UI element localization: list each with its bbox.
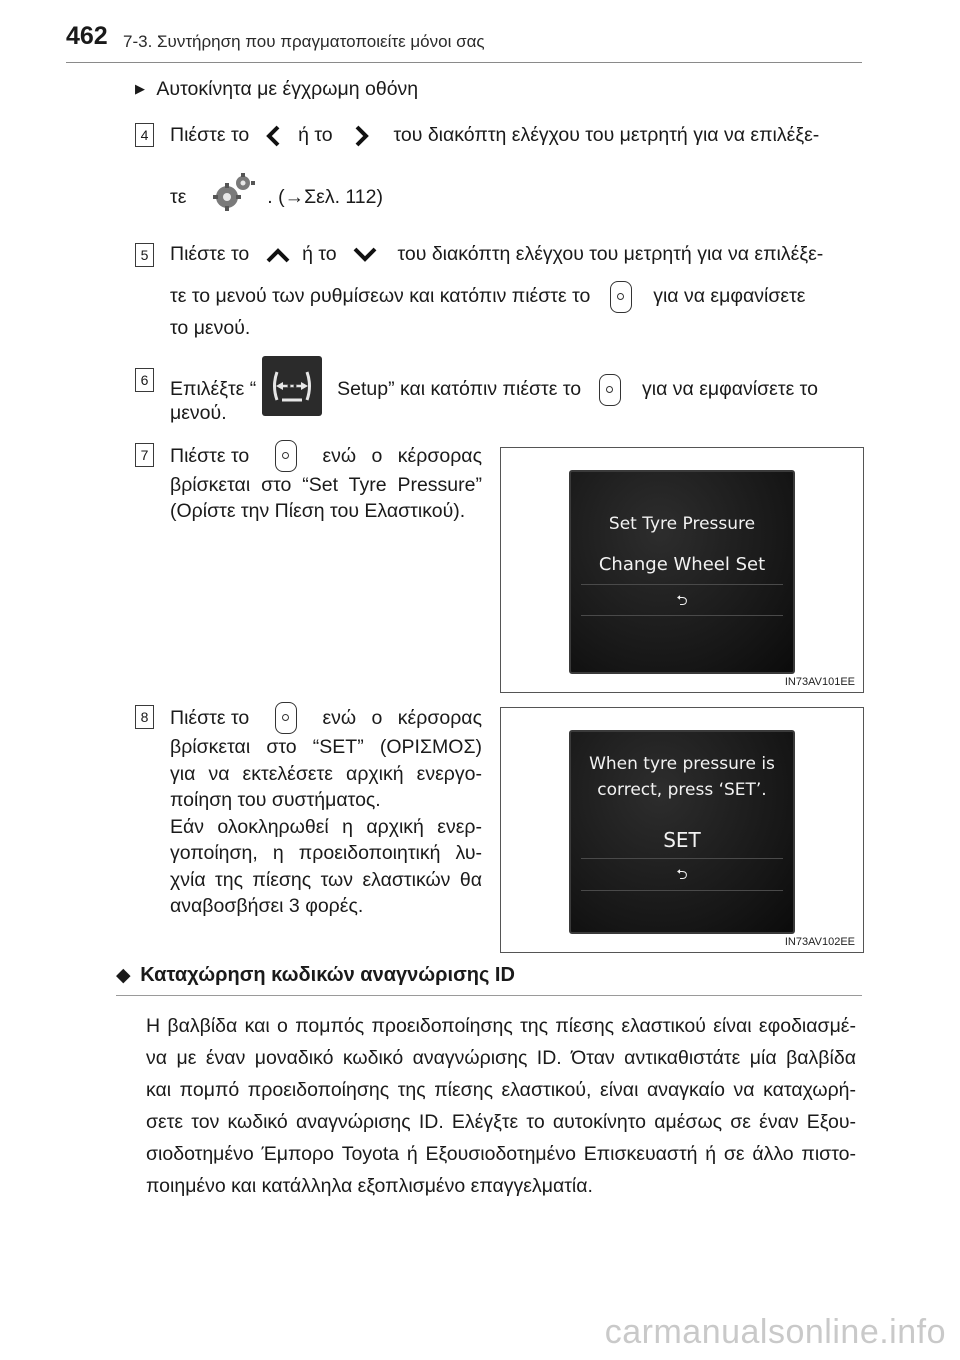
menu-item-change-wheel-set: Change Wheel Set — [598, 554, 766, 575]
screen-illustration-1: Set Tyre Pressure Change Wheel Set ⮌ IN7… — [500, 447, 864, 693]
triangle-bullet-icon: ▶ — [135, 81, 145, 96]
section-heading: ◆ Καταχώρηση κωδικών αναγνώρισης ID — [116, 964, 515, 987]
step-number-8: 8 — [135, 705, 154, 729]
enter-button-icon — [598, 374, 621, 406]
image-code-2: IN73AV102EE — [784, 936, 855, 948]
step-5-line-2: τε το μενού των ρυθμίσεων και κατόπιν πι… — [170, 276, 806, 317]
paragraph-line: και πομπό προειδοποίησης της πίεσης ελασ… — [146, 1079, 856, 1101]
enter-button-icon — [609, 280, 632, 313]
step-8-line: βρίσκεται στο “SET” (ΟΡΙΣΜΟΣ) — [170, 736, 482, 758]
step-8-line: Εάν ολοκληρωθεί η αρχική ενερ- — [170, 815, 482, 838]
paragraph-line: να με έναν μοναδικό κωδικό αναγνώρισης I… — [146, 1047, 856, 1069]
watermark: carmanualsonline.info — [604, 1313, 946, 1351]
step-number-4: 4 — [135, 123, 154, 147]
display-screen-2: When tyre pressure is correct, press ‘SE… — [569, 730, 795, 934]
section-title: 7-3. Συντήρηση που πραγματοποιείτε μόνοι… — [123, 32, 485, 51]
back-arrow-icon: ⮌ — [676, 593, 688, 609]
enter-button-icon — [274, 440, 297, 472]
screen-divider — [581, 584, 783, 585]
paragraph-line: Η βαλβίδα και ο πομπός προειδοποίησης τη… — [146, 1015, 856, 1037]
step-6-line-1: Επιλέξτε “ Setup” και κατόπιν πιέστε το … — [170, 356, 818, 420]
step-8-text-a: Πιέστε το — [170, 706, 250, 729]
screen-illustration-2: When tyre pressure is correct, press ‘SE… — [500, 707, 864, 953]
display-screen-1: Set Tyre Pressure Change Wheel Set ⮌ — [569, 470, 795, 674]
menu-item-set-tyre-pressure: Set Tyre Pressure — [608, 514, 756, 534]
step-5-text-d: τε το μενού των ρυθμίσεων και κατόπιν πι… — [170, 285, 591, 307]
chevron-up-icon — [266, 248, 290, 263]
screen-message-line-1: When tyre pressure is — [589, 754, 775, 774]
step-5-line-3: το μενού. — [170, 317, 251, 339]
step-4-line-1: Πιέστε το ή το του διακόπτη ελέγχου του … — [170, 115, 860, 156]
enter-button-icon — [274, 702, 297, 734]
page-number: 462 — [66, 22, 108, 50]
step-7-text-b: ενώ ο κέρσορας — [322, 445, 482, 467]
step-6-line-2: μενού. — [170, 402, 227, 424]
image-code-1: IN73AV101EE — [784, 676, 855, 688]
header-divider — [66, 62, 862, 63]
id-section-paragraph: Η βαλβίδα και ο πομπός προειδοποίησης τη… — [146, 1010, 856, 1202]
step-number-6: 6 — [135, 368, 154, 392]
step-4-text-d: τε — [170, 186, 187, 209]
paragraph-line: ποιημένο και κατάλληλα εξοπλισμένο επαγγ… — [146, 1175, 593, 1197]
chevron-right-icon — [355, 125, 369, 147]
paragraph-line: σετε τον κωδικό αναγνώρισης ID. Ελέγξτε … — [146, 1111, 856, 1133]
menu-item-set: SET — [663, 828, 701, 852]
step-6-text-c: για να εμφανίσετε το — [642, 378, 818, 401]
step-5-text-b: ή το — [302, 243, 337, 265]
step-5-text-c: του διακόπτη ελέγχου του μετρητή για να … — [397, 243, 824, 265]
chevron-left-icon — [265, 125, 280, 147]
step-7-text: Πιέστε το ενώ ο κέρσορας βρίσκεται στο “… — [170, 440, 482, 524]
section-heading-rule — [116, 995, 862, 996]
step-8-line: ποίηση του συστήματος. — [170, 789, 381, 811]
step-4-page-ref: . (→Σελ. 112) — [267, 186, 383, 209]
settings-gears-icon — [212, 173, 255, 211]
step-5-line-1: Πιέστε το ή το του διακόπτη ελέγχου του … — [170, 234, 823, 275]
step-5-text-e: για να εμφανίσετε — [653, 285, 806, 307]
screen-divider — [581, 858, 783, 859]
step-4-text-a: Πιέστε το — [170, 124, 250, 146]
step-8-line-1: Πιέστε το ενώ ο κέρσορας — [170, 702, 482, 734]
subheading: ▶ Αυτοκίνητα με έγχρωμη οθόνη — [135, 78, 418, 101]
tire-pressure-warning-icon — [261, 356, 322, 416]
section-heading-text: Καταχώρηση κωδικών αναγνώρισης ID — [140, 964, 515, 986]
step-8-text: Πιέστε το ενώ ο κέρσορας βρίσκεται στο “… — [170, 702, 482, 920]
step-8-line: χνία της πίεσης των ελαστικών θα — [170, 868, 482, 891]
step-4-text-c: του διακόπτη ελέγχου του μετρητή για να … — [393, 124, 820, 146]
back-arrow-icon: ⮌ — [676, 867, 688, 883]
step-6-text-b: Setup” και κατόπιν πιέστε το — [337, 378, 582, 401]
subheading-text: Αυτοκίνητα με έγχρωμη οθόνη — [156, 78, 419, 100]
step-8-line: για να εκτελέσετε αρχική ενεργο- — [170, 762, 482, 785]
step-8-line: γοποίηση, η προειδοποιητική λυ- — [170, 842, 482, 864]
step-8-text-b: ενώ ο κέρσορας — [322, 706, 482, 729]
step-7-line-3: (Ορίστε την Πίεση του Ελαστικού). — [170, 500, 466, 522]
chevron-down-icon — [353, 247, 377, 262]
screen-divider — [581, 890, 783, 891]
step-7-line-1: Πιέστε το ενώ ο κέρσορας — [170, 440, 482, 472]
step-8-line: αναβοσβήσει 3 φορές. — [170, 895, 364, 917]
paragraph-line: σιοδοτημένο Έμπορο Toyota ή Εξουσιοδοτημ… — [146, 1143, 856, 1165]
step-4-text-b: ή το — [298, 124, 333, 146]
step-7-text-a: Πιέστε το — [170, 445, 250, 467]
step-5-text-a: Πιέστε το — [170, 243, 250, 265]
step-number-7: 7 — [135, 443, 154, 467]
step-number-5: 5 — [135, 243, 154, 267]
step-6-text-a: Επιλέξτε “ — [170, 378, 257, 401]
step-4-line-2: τε . (→Σελ. 112) — [170, 173, 383, 219]
step-7-line-2: βρίσκεται στο “Set Tyre Pressure” — [170, 474, 482, 496]
diamond-bullet-icon: ◆ — [116, 965, 131, 986]
screen-message-line-2: correct, press ‘SET’. — [597, 780, 767, 800]
screen-divider — [581, 615, 783, 616]
